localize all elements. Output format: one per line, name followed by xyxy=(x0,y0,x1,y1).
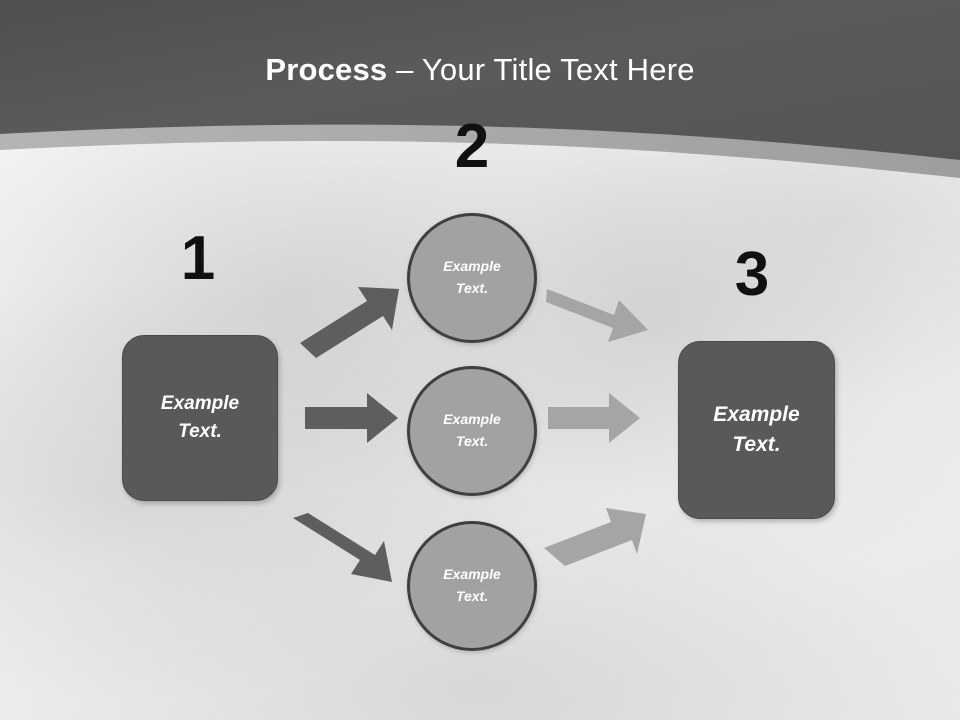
process-box-step-1[interactable]: Example Text. xyxy=(122,335,278,501)
step-number-3: 3 xyxy=(734,240,770,309)
step-number-1: 1 xyxy=(180,224,216,293)
process-circle-1[interactable]: Example Text. xyxy=(407,213,537,343)
process-circle-1-label: Example Text. xyxy=(443,258,501,296)
process-box-step-3[interactable]: Example Text. xyxy=(678,341,835,519)
page-title: Process – Your Title Text Here xyxy=(0,50,960,90)
process-circle-3[interactable]: Example Text. xyxy=(407,521,537,651)
page-title-rest: – Your Title Text Here xyxy=(387,52,695,87)
process-circle-2[interactable]: Example Text. xyxy=(407,366,537,496)
process-box-step-3-label: Example Text. xyxy=(713,402,800,456)
process-circle-2-label: Example Text. xyxy=(443,411,501,449)
process-box-step-1-label: Example Text. xyxy=(160,393,240,442)
process-circle-3-label: Example Text. xyxy=(443,566,501,604)
slide-header-band: Process – Your Title Text Here xyxy=(0,0,960,200)
page-title-strong: Process xyxy=(265,52,388,87)
step-number-2: 2 xyxy=(454,112,490,181)
